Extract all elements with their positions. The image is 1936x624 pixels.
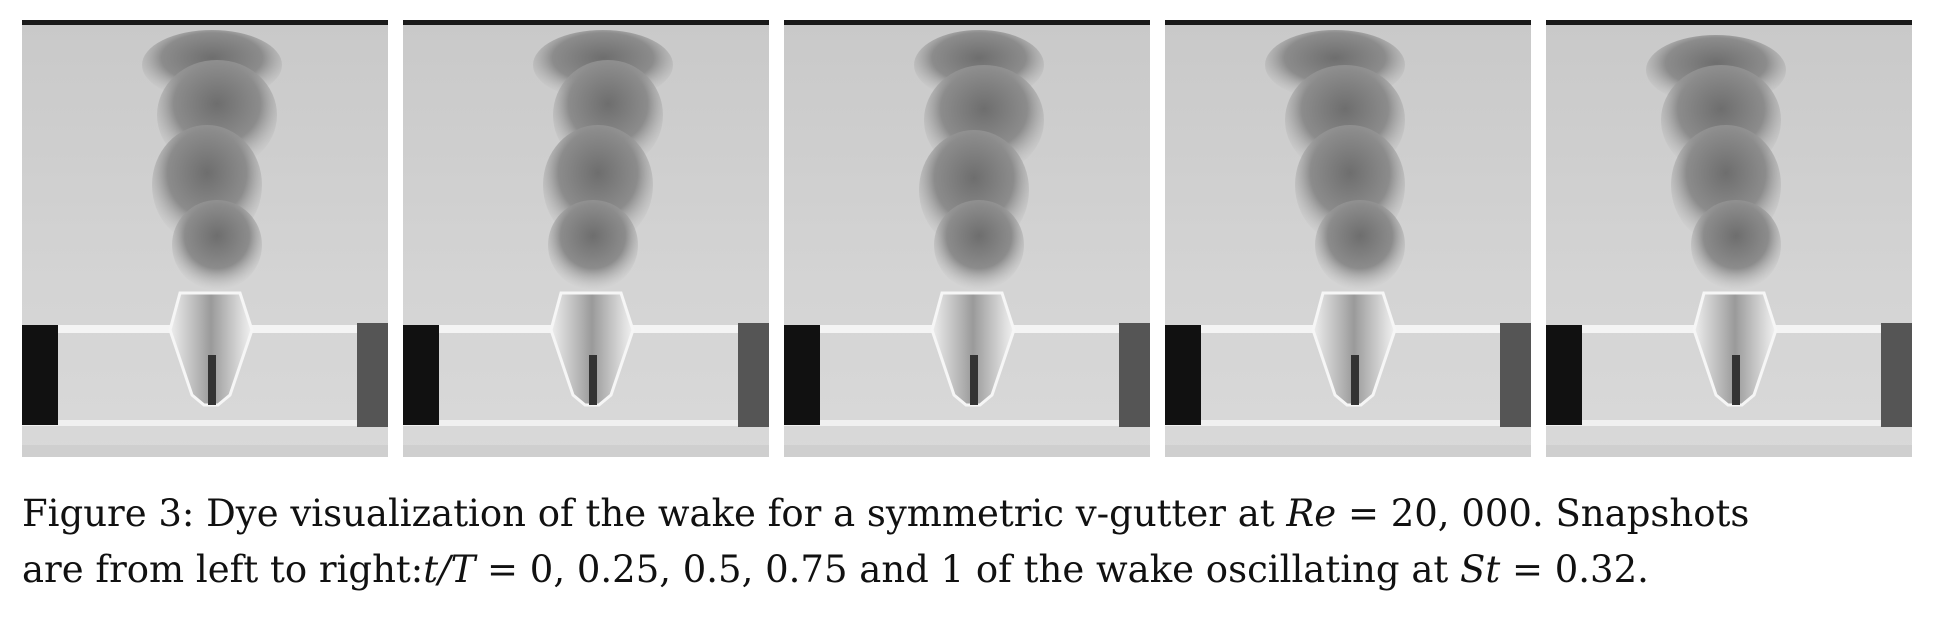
caption-line2-prefix: are from left to right: [22,548,424,591]
snapshot-panel-3 [784,20,1150,457]
dye-visualization-image [784,30,1150,457]
snapshot-panel-5 [1546,20,1912,457]
caption-math-st: St [1460,548,1501,591]
caption-line1-suffix: . Snapshots [1531,492,1750,535]
dye-visualization-image [22,30,388,457]
caption-math-re: Re [1286,492,1337,535]
caption-line1-prefix: Figure 3: Dye visualization of the wake … [22,492,1287,535]
snapshot-panel-2 [403,20,769,457]
figure-caption: Figure 3: Dye visualization of the wake … [22,486,1922,598]
snapshot-panel-1 [22,20,388,457]
dye-visualization-image [1546,35,1912,457]
dye-visualization-image [403,30,769,457]
dye-visualization-image [1165,30,1531,457]
caption-line2-suffix: = 0.32. [1500,548,1649,591]
caption-line2-middle: = 0, 0.25, 0.5, 0.75 and 1 of the wake o… [475,548,1461,591]
caption-math-re-value: = 20, 000 [1336,492,1532,535]
snapshot-panel-4 [1165,20,1531,457]
caption-math-tT: t/T [423,548,476,591]
